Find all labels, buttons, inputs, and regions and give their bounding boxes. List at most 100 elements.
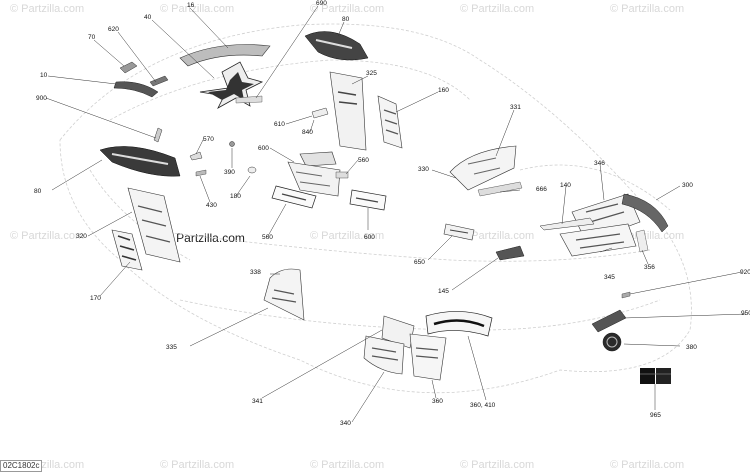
part-145-decal	[495, 245, 525, 261]
callout-160: 160	[438, 87, 449, 94]
part-170-text	[117, 235, 137, 261]
part-338-text	[271, 289, 297, 303]
watermark: © Partzilla.com	[460, 459, 535, 471]
leader-lines	[45, 5, 747, 423]
part-620-decal	[149, 75, 169, 87]
diagram-code: 02C1802c	[0, 460, 43, 472]
part-80-text-stripe	[315, 39, 353, 49]
part-900-strip	[153, 127, 163, 143]
part-345-panel	[559, 223, 637, 257]
part-70-decal	[119, 61, 138, 74]
callout-338: 338	[250, 269, 261, 276]
callout-170: 170	[90, 295, 101, 302]
callout-840: 840	[302, 129, 313, 136]
watermark-center: © Partzilla.com	[164, 231, 245, 245]
callout-356: 356	[644, 264, 655, 271]
part-965-square-left	[640, 368, 655, 384]
part-360-410-brand-decal	[425, 311, 493, 337]
callout-330: 330	[418, 166, 429, 173]
part-560-text	[281, 193, 307, 201]
part-338-panel	[263, 268, 305, 321]
callout-380: 380	[686, 344, 697, 351]
watermark: © Partzilla.com	[310, 3, 385, 15]
watermark: © Partzilla.com	[610, 459, 685, 471]
part-331-panel	[449, 145, 517, 191]
callout-650: 650	[414, 259, 425, 266]
part-340-panel	[363, 335, 405, 375]
callout-965: 965	[650, 412, 661, 419]
callout-346: 346	[594, 160, 605, 167]
part-360-text	[415, 347, 439, 359]
part-80-brand-decal	[304, 31, 369, 61]
watermark: © Partzilla.com	[460, 3, 535, 15]
part-600-text	[295, 171, 331, 187]
part-331-text	[467, 157, 501, 175]
part-840-decal	[299, 151, 337, 167]
callout-345: 345	[604, 274, 615, 281]
callout-325: 325	[366, 70, 377, 77]
callout-80-top: 80	[342, 16, 350, 23]
part-320-text	[137, 205, 171, 243]
part-40-strip	[235, 95, 263, 104]
part-610-tag	[311, 107, 329, 119]
callout-560-upper: 560	[358, 157, 369, 164]
part-950-decal	[591, 309, 627, 333]
callout-300: 300	[682, 182, 693, 189]
callout-360-410: 360, 410	[470, 402, 496, 409]
callout-600-lower: 600	[364, 234, 375, 241]
callout-690: 690	[316, 0, 327, 7]
callout-180: 180	[230, 193, 241, 200]
callout-360: 360	[432, 398, 443, 405]
part-80-side-logo	[99, 146, 181, 177]
part-360-410-lettering	[433, 319, 485, 328]
callout-331: 331	[510, 104, 521, 111]
part-160-text	[383, 109, 399, 135]
part-380-round-logo-ring	[606, 336, 618, 348]
part-600-plate-text	[355, 197, 379, 203]
callout-600-upper: 600	[258, 145, 269, 152]
part-300-stripe	[621, 193, 669, 233]
callout-10: 10	[40, 72, 48, 79]
callout-666: 666	[536, 186, 547, 193]
part-325-side-panel	[329, 71, 367, 151]
part-380-round-logo	[602, 332, 622, 352]
watermark: © Partzilla.com	[160, 459, 235, 471]
callout-335: 335	[166, 344, 177, 351]
part-430-clip	[195, 169, 207, 177]
part-356-decal	[635, 229, 649, 253]
watermark: © Partzilla.com	[310, 230, 385, 242]
part-346-text	[585, 203, 625, 223]
part-40-x-logo-inner	[208, 72, 254, 100]
part-341-panel	[381, 315, 415, 349]
watermark: © Partzilla.com	[460, 230, 535, 242]
part-560-small	[335, 171, 349, 179]
part-666-strip	[477, 181, 523, 197]
part-80-side-text	[111, 153, 169, 165]
part-10-decal	[113, 81, 159, 98]
part-140-strip	[539, 217, 595, 231]
vehicle-ghost-outline	[59, 23, 692, 394]
callout-80-side: 80	[34, 188, 42, 195]
part-340-text	[371, 347, 399, 361]
callout-560-lower: 560	[262, 234, 273, 241]
part-965-square-right	[656, 368, 671, 384]
callout-620: 620	[108, 26, 119, 33]
callout-320: 320	[76, 233, 87, 240]
callout-950: 950	[741, 310, 750, 317]
callout-70: 70	[88, 34, 96, 41]
callout-16: 16	[187, 2, 195, 9]
watermark: © Partzilla.com	[10, 230, 85, 242]
part-920-decal	[621, 291, 631, 299]
part-180-grommet	[247, 166, 257, 174]
part-390-rivet	[229, 141, 235, 147]
callout-900: 900	[36, 95, 47, 102]
watermark: © Partzilla.com	[610, 3, 685, 15]
callout-145: 145	[438, 288, 449, 295]
part-16-hood-stripe	[179, 44, 271, 67]
watermark: © Partzilla.com	[310, 459, 385, 471]
callout-341: 341	[252, 398, 263, 405]
watermark: © Partzilla.com	[10, 3, 85, 15]
part-345-text	[575, 233, 625, 249]
callout-430: 430	[206, 202, 217, 209]
